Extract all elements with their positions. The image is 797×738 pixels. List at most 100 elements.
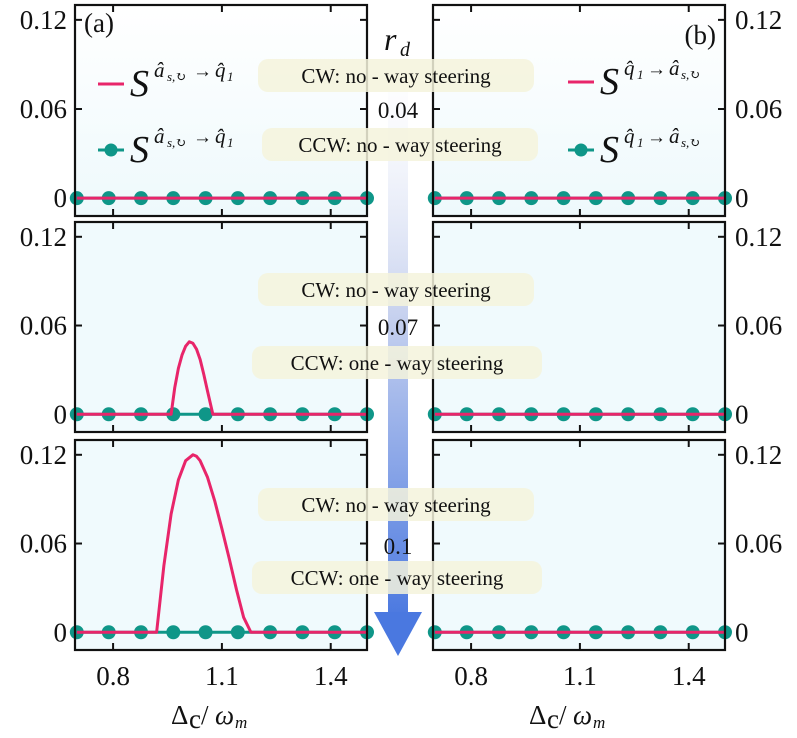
x-tick-label: 1.4 (672, 661, 706, 691)
panel-right-row-1 (427, 3, 732, 218)
x-tick-label: 1.1 (563, 661, 597, 691)
panel-left-row-2 (69, 220, 374, 434)
x-axis-label-slash: / (201, 700, 209, 730)
cw-badge (258, 59, 534, 92)
y-tick-label: 0 (735, 399, 749, 429)
cw-badge-text: CW: no - way steering (301, 64, 491, 88)
y-tick-label: 0 (54, 399, 68, 429)
ccw-badge-text: CCW: one - way steering (291, 566, 504, 590)
legend-arrow: → (647, 59, 666, 80)
legend-sub-from: 1 (637, 67, 644, 82)
x-tick-label: 0.8 (454, 661, 488, 691)
ccw-badge-text: CCW: one - way steering (291, 351, 504, 375)
y-tick-label: 0.06 (735, 311, 782, 341)
y-tick-label: 0.06 (20, 94, 67, 124)
y-tick-label: 0.12 (735, 440, 782, 470)
panel-label-b: (b) (685, 20, 716, 50)
y-tick-label: 0.06 (735, 94, 782, 124)
rd-value: 0.07 (378, 315, 418, 340)
teal-series-point (198, 625, 213, 640)
legend-sub-to: 1 (227, 69, 234, 84)
y-tick-label: 0 (735, 183, 749, 213)
plot-frame (73, 3, 369, 218)
legend-sup-to: q̂ (215, 58, 226, 82)
plot-area (75, 440, 367, 650)
plot-area (433, 222, 725, 432)
rd-arrow (374, 55, 422, 656)
plot-frame (431, 3, 727, 218)
legend-S: S (600, 61, 619, 103)
rd-value: 0.04 (378, 98, 419, 123)
y-tick-label: 0.06 (735, 529, 782, 559)
panel-left-row-1 (69, 3, 374, 218)
x-axis-label-delta: Δ (529, 700, 546, 730)
y-tick-label: 0.12 (20, 5, 67, 35)
x-axis-label-slash: / (559, 700, 567, 730)
panel-label-a: (a) (84, 8, 114, 38)
legend-sub-to: 1 (227, 135, 234, 150)
cw-badge (258, 273, 534, 306)
legend-arrow: → (193, 127, 212, 148)
legend-S: S (130, 63, 149, 105)
teal-series-point (166, 407, 181, 422)
cw-badge (258, 488, 534, 521)
legend-sup-from: q̂ (624, 56, 635, 80)
legend-swatch-dot (574, 143, 588, 157)
y-tick-label: 0 (54, 617, 68, 647)
cw-badge-text: CW: no - way steering (301, 278, 491, 302)
plot-frame (73, 220, 369, 434)
y-tick-label: 0.06 (20, 311, 67, 341)
legend-sub-from: s,↻ (167, 69, 186, 84)
panel-right-row-3 (427, 438, 732, 652)
y-tick-label: 0.12 (20, 222, 67, 252)
y-tick-label: 0.12 (735, 5, 782, 35)
rd-label: r (384, 21, 397, 57)
rd-value: 0.1 (384, 534, 413, 559)
rd-label-sub: d (400, 39, 411, 61)
plot-area (75, 5, 367, 216)
cw-badge-text: CW: no - way steering (301, 493, 491, 517)
teal-series-point (198, 407, 213, 422)
legend-sup-to: â (669, 124, 680, 148)
pink-series-line (76, 340, 367, 416)
x-axis-label-omega: ω (573, 700, 592, 730)
legend-swatch-dot (104, 143, 118, 157)
x-axis-label-delta: Δ (171, 700, 188, 730)
x-tick-label: 0.8 (96, 661, 130, 691)
legend-sub-to: s,↻ (681, 135, 700, 150)
legend-sub-to: s,↻ (681, 67, 700, 82)
y-tick-label: 0.06 (20, 529, 67, 559)
legend-sup-from: q̂ (624, 124, 635, 148)
legend-arrow: → (647, 127, 666, 148)
panel-right-row-2 (427, 220, 732, 434)
y-tick-label: 0.12 (735, 222, 782, 252)
ccw-badge-text: CCW: no - way steering (298, 133, 502, 157)
teal-series-point (230, 625, 245, 640)
legend-sup-to: q̂ (215, 124, 226, 148)
panel-left-row-3 (69, 438, 374, 652)
plot-frame (431, 220, 727, 434)
legend-sub-from: 1 (637, 135, 644, 150)
legend-S: S (130, 129, 149, 171)
ccw-badge (252, 346, 542, 379)
x-tick-label: 1.4 (314, 661, 348, 691)
x-axis-label-omega-sub: m (235, 713, 247, 732)
legend-S: S (600, 129, 619, 171)
legend-sup-from: â (154, 124, 165, 148)
plot-area (433, 440, 725, 650)
y-tick-label: 0 (54, 183, 68, 213)
x-tick-label: 1.1 (205, 661, 239, 691)
plot-frame (431, 438, 727, 652)
x-axis-label-sub: c (547, 704, 559, 734)
legend-sup-from: â (154, 58, 165, 82)
x-axis-label-sub: c (189, 704, 201, 734)
rd-arrow-head (374, 612, 422, 656)
y-tick-label: 0 (735, 617, 749, 647)
